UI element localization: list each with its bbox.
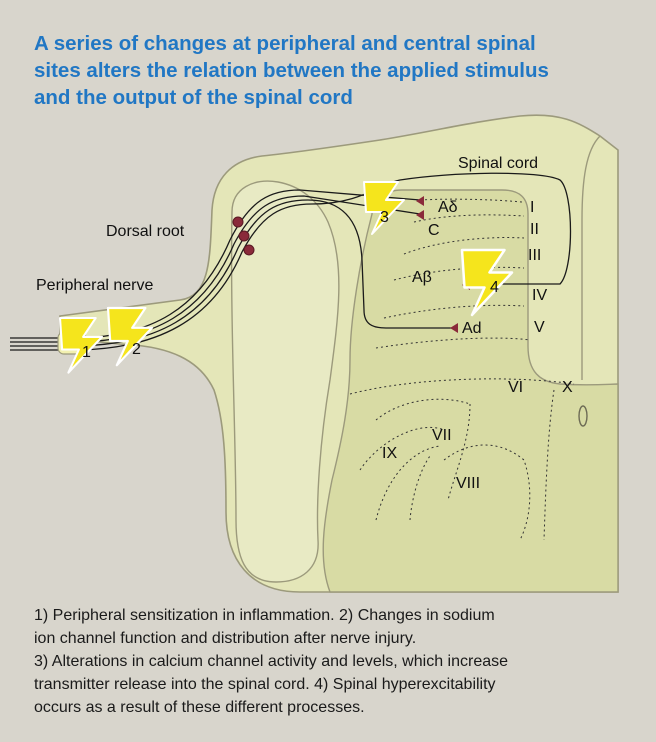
label-spinal-cord: Spinal cord bbox=[458, 155, 538, 172]
caption-line: 3) Alterations in calcium channel activi… bbox=[34, 650, 649, 673]
label-fiber-ad: Ad bbox=[462, 320, 482, 337]
lamina-label: IV bbox=[532, 287, 547, 304]
label-fiber-a-beta: Aβ bbox=[412, 269, 432, 286]
label-fiber-a-delta: Aδ bbox=[438, 199, 458, 216]
label-dorsal-root: Dorsal root bbox=[106, 223, 185, 240]
cell-body bbox=[239, 231, 249, 241]
lamina-label: VI bbox=[508, 379, 523, 396]
lamina-label: VIII bbox=[456, 475, 480, 492]
lamina-label: VII bbox=[432, 427, 452, 444]
label-peripheral-nerve: Peripheral nerve bbox=[36, 277, 154, 294]
lamina-label: II bbox=[530, 221, 539, 238]
figure-caption: 1) Peripheral sensitization in inflammat… bbox=[34, 604, 649, 719]
site-number-3: 3 bbox=[380, 209, 389, 226]
caption-line: transmitter release into the spinal cord… bbox=[34, 673, 649, 696]
lamina-label: I bbox=[530, 199, 534, 216]
label-fiber-c: C bbox=[428, 222, 440, 239]
cell-body bbox=[233, 217, 243, 227]
caption-line: ion channel function and distribution af… bbox=[34, 627, 649, 650]
site-number-4: 4 bbox=[490, 279, 499, 296]
cell-body bbox=[244, 245, 254, 255]
lamina-label: III bbox=[528, 247, 541, 264]
lamina-label: IX bbox=[382, 445, 397, 462]
lamina-label: X bbox=[562, 379, 573, 396]
caption-line: occurs as a result of these different pr… bbox=[34, 696, 649, 719]
caption-line: 1) Peripheral sensitization in inflammat… bbox=[34, 604, 649, 627]
site-number-2: 2 bbox=[132, 341, 141, 358]
lamina-label: V bbox=[534, 319, 545, 336]
site-number-1: 1 bbox=[82, 344, 91, 361]
